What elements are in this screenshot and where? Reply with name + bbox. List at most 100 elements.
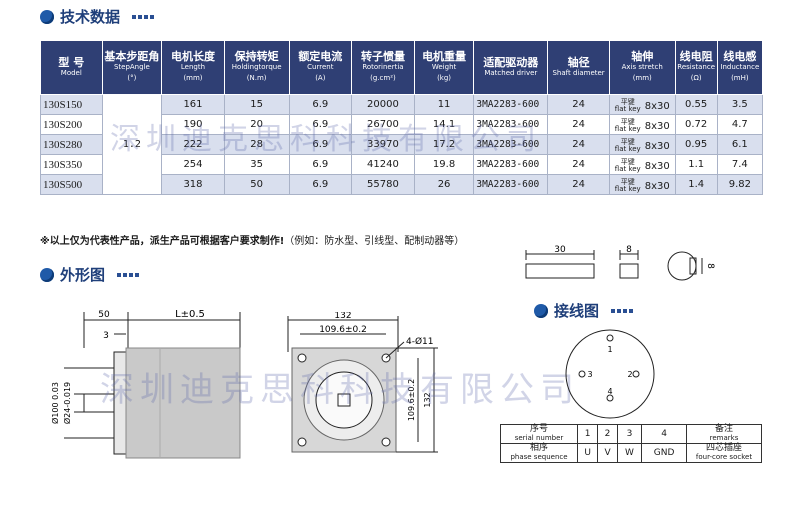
cell-inductance: 6.1 (716, 134, 764, 155)
outline-section-title: 外形图 (60, 266, 106, 284)
cell-weight: 11 (413, 94, 475, 115)
dim-holes-label: 4-Ø11 (406, 336, 434, 347)
section-bullet-icon (40, 267, 54, 282)
cell-length: 254 (161, 154, 225, 175)
product-note: ※以上仅为代表性产品，派生产品可根据客户要求制作!（例如：防水型、引线型、配制动… (40, 232, 464, 247)
cell-length: 222 (161, 134, 225, 155)
motor-side-view: 50 L±0.5 3 Ø100 0.03 Ø24-0.019 (50, 309, 241, 459)
cell-weight: 26 (413, 174, 475, 195)
cell-inertia: 20000 (351, 94, 415, 115)
cell-length: 318 (161, 174, 225, 195)
cell-length: 161 (161, 94, 225, 115)
dim-3-label: 3 (103, 331, 109, 341)
table-row: 130S200 190 20 6.9 26700 14.1 3MA2283-60… (40, 114, 764, 135)
product-note-light: （例如：防水型、引线型、配制动器等） (284, 236, 465, 247)
dim-shaft-diameter-label: Ø24-0.019 (62, 382, 72, 424)
cell-phase: V (597, 443, 618, 463)
cell-weight: 19.8 (413, 154, 475, 175)
dim-length-label: L±0.5 (175, 309, 205, 320)
cell-serial: 3 (616, 424, 643, 444)
pin-1-label: 1 (607, 345, 612, 354)
product-note-bold: ※以上仅为代表性产品，派生产品可根据客户要求制作! (40, 236, 285, 247)
cell-resistance: 0.95 (674, 134, 718, 155)
cell-current: 6.9 (288, 134, 353, 155)
cell-torque: 20 (223, 114, 290, 135)
dim-height-label: 132 (423, 392, 432, 407)
cell-driver: 3MA2283-600 (473, 134, 549, 155)
cell-inductance: 9.82 (716, 174, 764, 195)
cell-step-angle: 1.2 (101, 94, 163, 195)
cell-inertia: 33970 (351, 134, 415, 155)
cell-model: 130S150 (40, 94, 103, 115)
cell-driver: 3MA2283-600 (473, 114, 549, 135)
cell-shaft: 24 (547, 94, 610, 115)
table-row: 130S500 318 50 6.9 55780 26 3MA2283-600 … (40, 174, 764, 195)
cell-inertia: 26700 (351, 114, 415, 135)
cell-driver: 3MA2283-600 (473, 154, 549, 175)
cell-current: 6.9 (288, 94, 353, 115)
section-bullet-icon (40, 9, 54, 24)
cell-shaft: 24 (547, 154, 610, 175)
dim-vertical-pitch-label: 109.6±0.2 (407, 379, 416, 421)
key-length-label: 30 (554, 245, 566, 255)
cell-resistance: 1.4 (674, 174, 718, 195)
cell-length: 190 (161, 114, 225, 135)
section-dots-icon (611, 308, 634, 313)
cell-inductance: 7.4 (716, 154, 764, 175)
spec-section-header: 技术数据 (40, 6, 155, 27)
wiring-section-title: 接线图 (554, 302, 600, 320)
pin-2-label: 2 (627, 370, 632, 379)
cell-torque: 50 (223, 174, 290, 195)
cell-model: 130S500 (40, 174, 103, 195)
cell-resistance: 1.1 (674, 154, 718, 175)
shaft-key-drawing: 30 8 8 (525, 245, 715, 281)
cell-driver: 3MA2283-600 (473, 94, 549, 115)
connector-socket-diagram: 1 2 3 4 (565, 329, 655, 419)
cell-phase: GND (641, 443, 687, 463)
cell-model: 130S350 (40, 154, 103, 175)
cell-driver: 3MA2283-600 (473, 174, 549, 195)
cell-weight: 14.1 (413, 114, 475, 135)
cell-phase: U (576, 443, 599, 463)
cell-torque: 28 (223, 134, 290, 155)
cell-inertia: 41240 (351, 154, 415, 175)
cell-model: 130S200 (40, 114, 103, 135)
table-row: 130S280 222 28 6.9 33970 17.2 3MA2283-60… (40, 134, 764, 155)
cell-current: 6.9 (288, 114, 353, 135)
pin-4-label: 4 (607, 387, 612, 396)
dim-width-label: 132 (334, 312, 351, 321)
dim-flange-diameter-label: Ø100 0.03 (50, 382, 60, 424)
cell-shaft: 24 (547, 134, 610, 155)
cell-weight: 17.2 (413, 134, 475, 155)
pin-3-label: 3 (587, 370, 592, 379)
cell-inductance: 3.5 (716, 94, 764, 115)
cell-inductance: 4.7 (716, 114, 764, 135)
cell-serial: 2 (597, 424, 618, 444)
motor-front-view: 132 109.6±0.2 4-Ø11 109.6±0.2 132 (287, 312, 438, 453)
cell-serial: 1 (576, 424, 599, 444)
section-bullet-icon (534, 303, 548, 318)
cell-inertia: 55780 (351, 174, 415, 195)
key-width-label: 8 (626, 245, 632, 255)
dim-hole-pitch-label: 109.6±0.2 (319, 325, 367, 335)
